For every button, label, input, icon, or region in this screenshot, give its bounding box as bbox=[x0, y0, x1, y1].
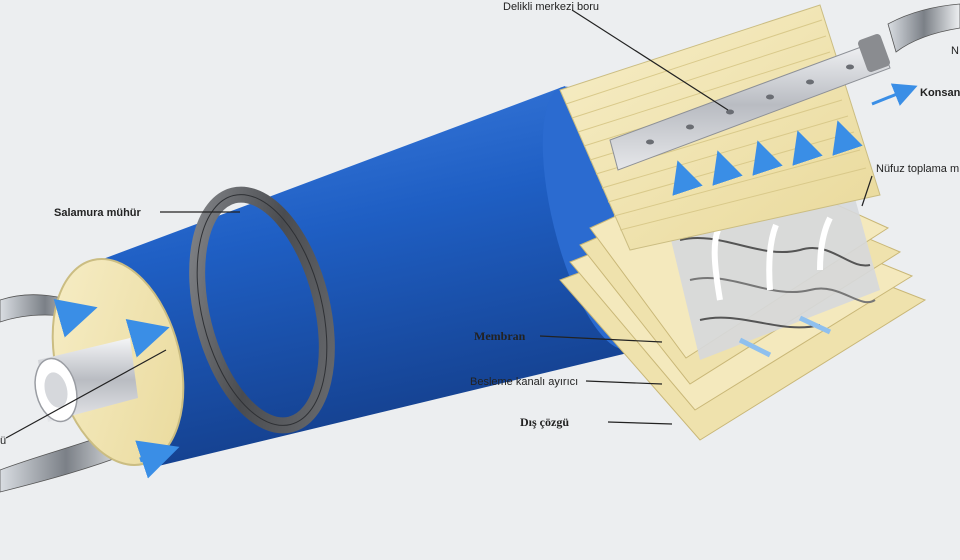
brine-seal-ring bbox=[189, 186, 335, 434]
label-feed-spacer: Besleme kanalı ayırıcı bbox=[470, 376, 578, 388]
label-outer-wrap: Dış çözgü bbox=[520, 415, 569, 429]
label-top-right-partial: N bbox=[951, 45, 959, 57]
flow-arrow-icon bbox=[53, 299, 180, 479]
central-tube-front bbox=[34, 338, 138, 423]
label-concentrate: Konsan bbox=[920, 87, 960, 99]
label-perforated-tube: Delikli merkezi boru bbox=[503, 1, 599, 13]
label-membrane: Membran bbox=[474, 329, 526, 343]
flow-arrow-icon bbox=[672, 83, 918, 196]
label-permeate-collection: Nüfuz toplama m bbox=[876, 163, 959, 175]
perforated-central-tube bbox=[609, 34, 891, 171]
water-stream-icon bbox=[887, 3, 960, 53]
leader-lines bbox=[5, 9, 873, 439]
label-left-partial: ü bbox=[0, 435, 6, 447]
label-brine-seal: Salamura mühür bbox=[54, 207, 142, 219]
